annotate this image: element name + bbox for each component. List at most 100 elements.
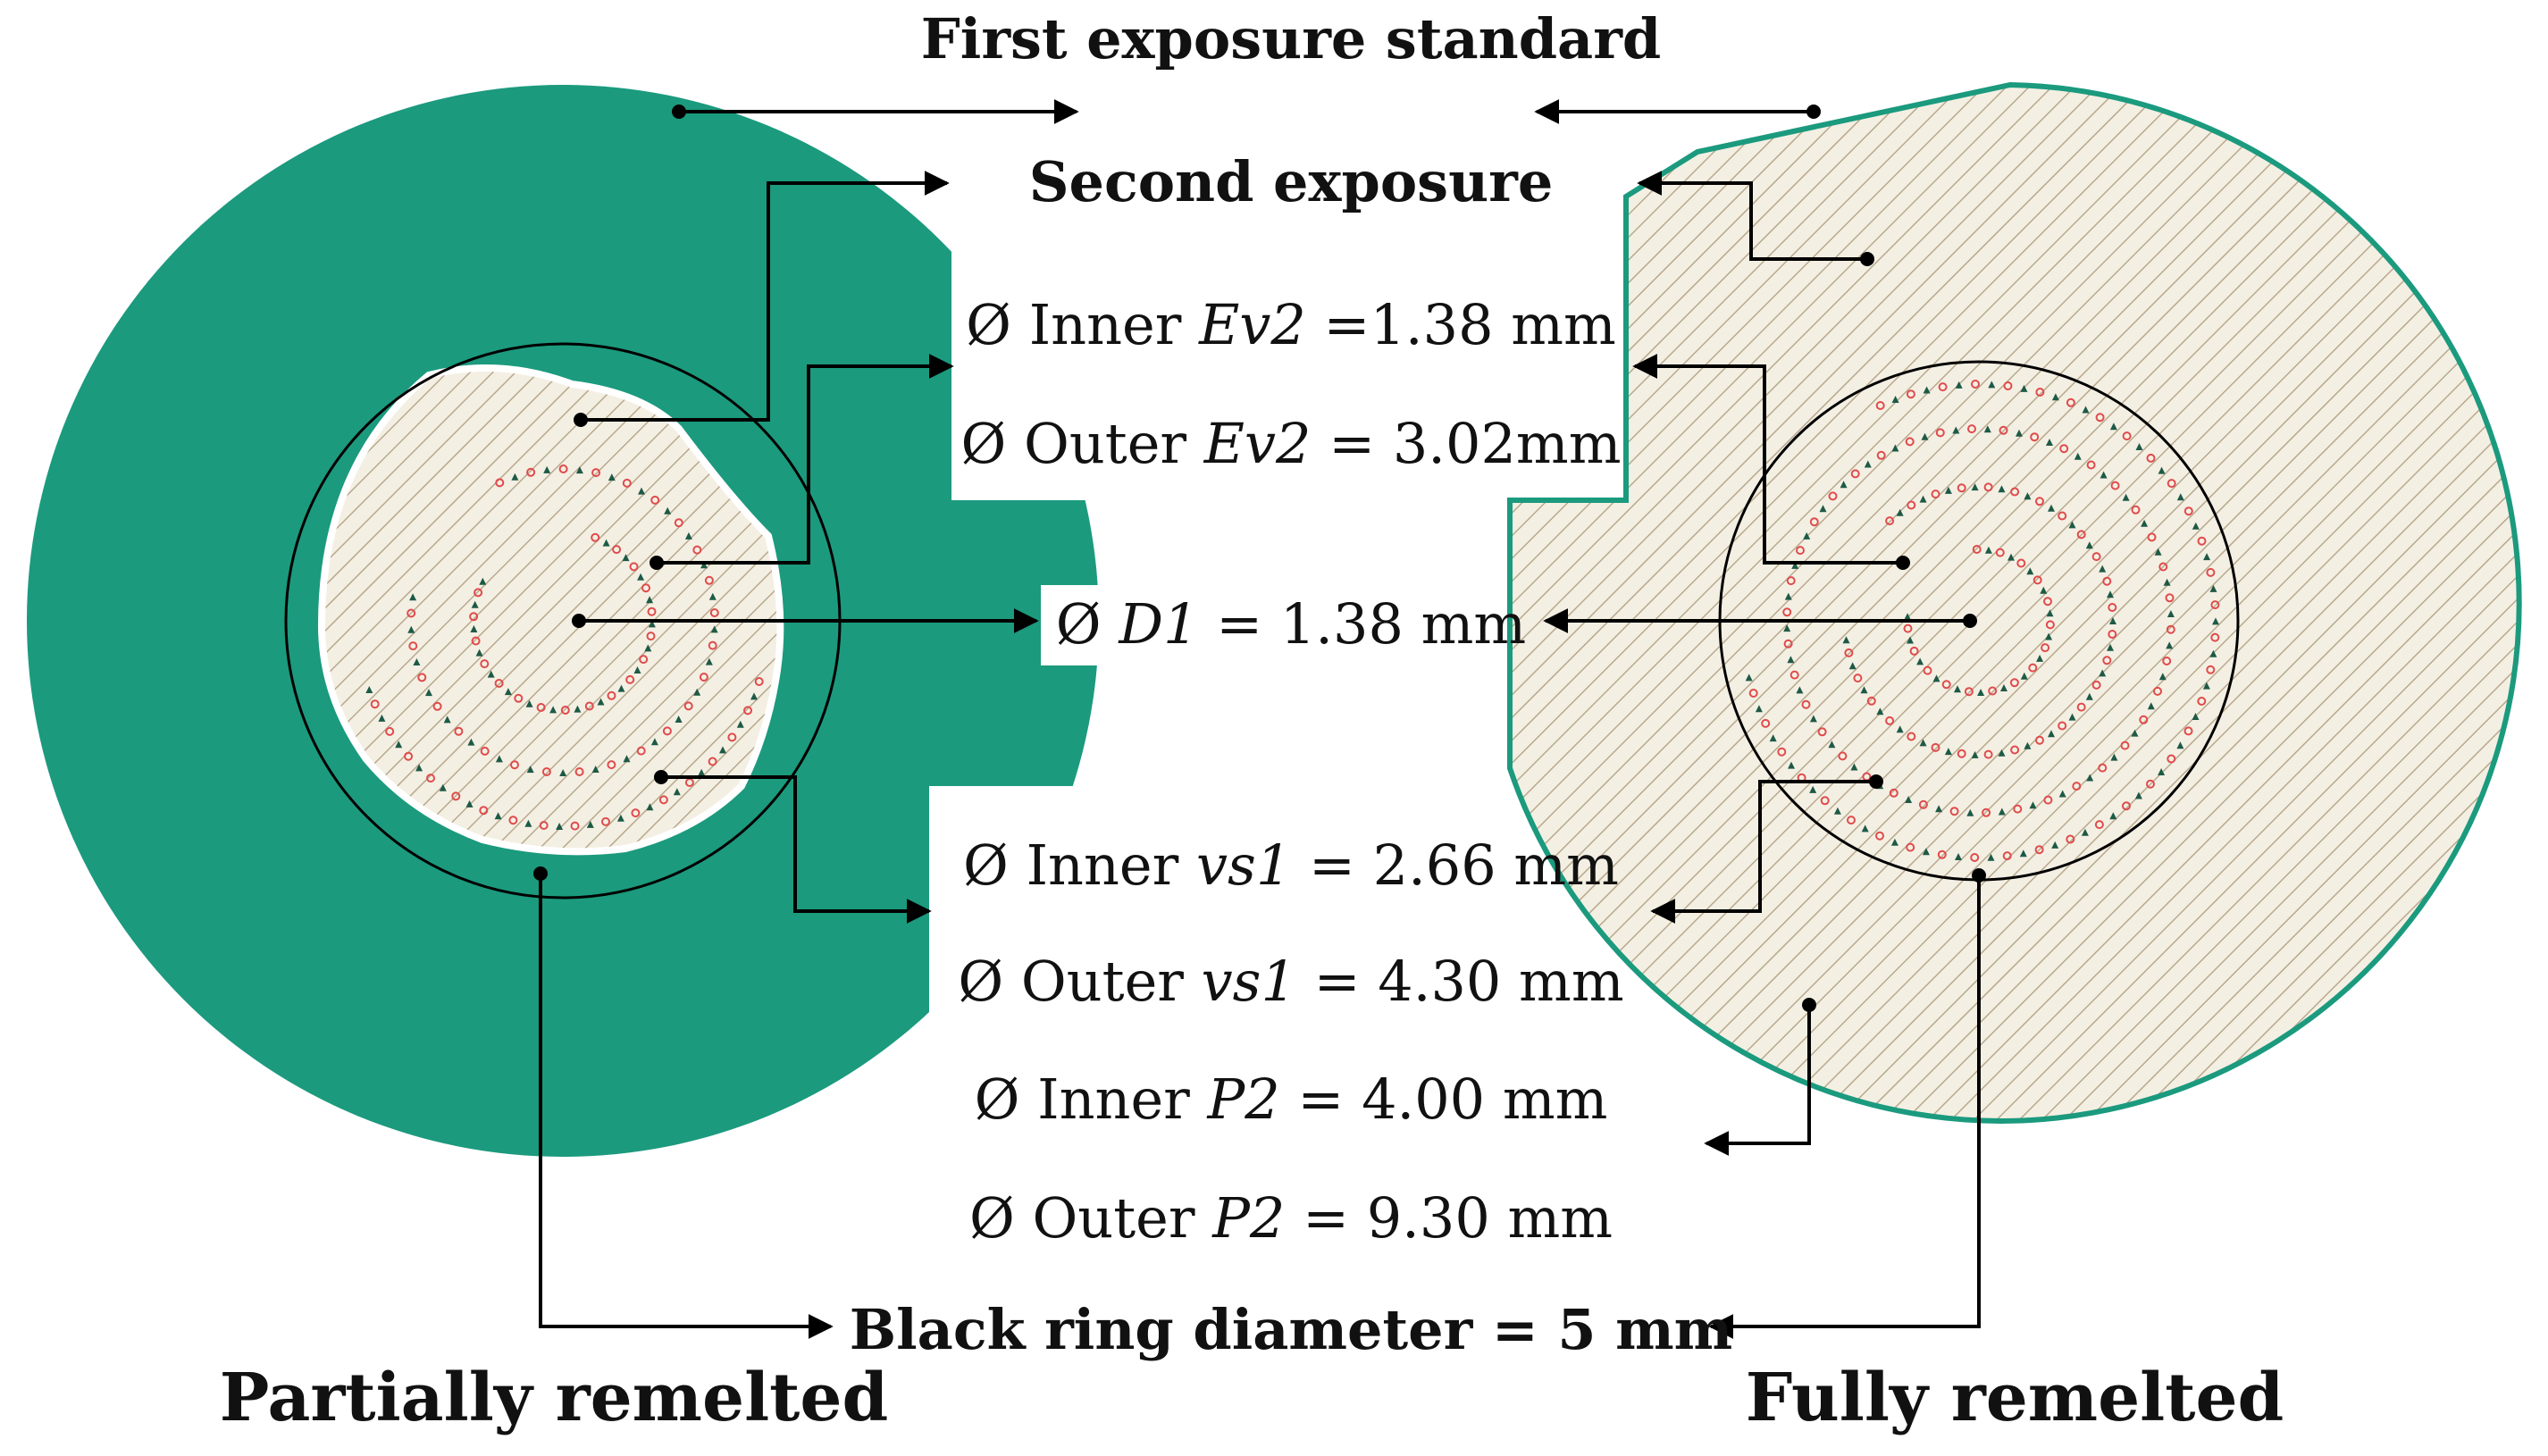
- scan-marker-circle: [1801, 699, 1811, 709]
- scan-marker-circle: [2183, 726, 2193, 736]
- scan-marker-circle: [1782, 607, 1792, 617]
- scan-marker-circle: [408, 641, 418, 651]
- scan-marker-triangle: [2074, 452, 2082, 460]
- scan-marker-circle: [708, 757, 717, 766]
- scan-marker-circle: [385, 726, 395, 736]
- scan-marker-circle: [2058, 721, 2067, 731]
- scan-marker-triangle: [495, 755, 503, 763]
- scan-marker-circle: [1964, 687, 1974, 697]
- scan-marker-circle: [469, 612, 479, 622]
- remelted-core-left: [317, 364, 784, 856]
- inner-vs1-label: Ø Inner vs1 = 2.66 mm: [963, 833, 1619, 898]
- scan-marker-triangle: [1952, 426, 1960, 434]
- scan-marker-triangle: [1988, 381, 1996, 389]
- scan-marker-circle: [539, 821, 549, 830]
- scan-marker-triangle: [395, 741, 403, 749]
- scan-marker-triangle: [2000, 684, 2007, 691]
- label-area-top: [951, 143, 1613, 500]
- scan-marker-circle: [2153, 686, 2162, 696]
- scan-marker-triangle: [1860, 686, 1868, 694]
- scan-marker-circle: [1906, 842, 1915, 852]
- scan-marker-triangle: [1935, 805, 1943, 813]
- label-area-lower: [938, 1018, 1706, 1376]
- scan-marker-circle: [584, 701, 594, 711]
- scan-track-markers-right: [1745, 380, 2220, 862]
- scan-marker-triangle: [2051, 841, 2059, 849]
- scan-marker-circle: [2030, 432, 2040, 442]
- scan-marker-triangle: [2020, 672, 2028, 680]
- scan-marker-triangle: [1998, 749, 2006, 757]
- scan-marker-triangle: [622, 554, 630, 562]
- scan-marker-triangle: [1905, 796, 1913, 803]
- scan-marker-triangle: [2019, 849, 2027, 858]
- scan-marker-circle: [480, 746, 490, 756]
- scan-marker-triangle: [2147, 702, 2155, 710]
- scan-marker-triangle: [1796, 686, 1804, 694]
- d1-label: Ø D1 = 1.38 mm: [1056, 591, 1526, 657]
- scan-marker-circle: [1907, 500, 1916, 510]
- scan-marker-triangle: [602, 539, 610, 547]
- scan-marker-circle: [1937, 849, 1947, 859]
- scan-marker-circle: [2013, 804, 2023, 814]
- scan-marker-circle: [570, 821, 580, 831]
- scan-marker-triangle: [693, 688, 701, 696]
- scan-marker-triangle: [1809, 715, 1817, 723]
- scan-marker-triangle: [556, 823, 564, 830]
- scan-marker-circle: [2102, 576, 2112, 586]
- scan-marker-circle: [1844, 648, 1854, 657]
- leader-inner-ev2-right: [1632, 354, 1903, 565]
- scan-marker-triangle: [467, 738, 475, 746]
- scan-marker-circle: [601, 816, 610, 826]
- scan-marker-triangle: [2082, 406, 2090, 414]
- scan-marker-circle: [708, 640, 717, 650]
- outer-p2-label: Ø Outer P2 = 9.30 mm: [969, 1185, 1613, 1251]
- scan-marker-triangle: [2158, 673, 2167, 681]
- scan-marker-triangle: [2045, 632, 2053, 640]
- scan-marker-triangle: [698, 768, 706, 776]
- scan-marker-circle: [1903, 623, 1913, 633]
- scan-marker-circle: [1838, 751, 1848, 761]
- scan-marker-circle: [1957, 749, 1966, 758]
- scan-marker-circle: [1982, 807, 1991, 817]
- scan-marker-triangle: [1983, 425, 1991, 433]
- scan-marker-triangle: [2167, 610, 2175, 617]
- scan-marker-triangle: [1919, 495, 1927, 503]
- scan-marker-circle: [629, 562, 639, 572]
- scan-marker-triangle: [471, 600, 479, 608]
- scan-marker-triangle: [638, 487, 645, 495]
- scan-marker-triangle: [586, 820, 594, 828]
- scan-marker-circle: [2197, 697, 2207, 706]
- scan-marker-circle: [1983, 749, 1993, 759]
- scan-marker-circle: [536, 703, 546, 712]
- scan-marker-circle: [2086, 460, 2096, 470]
- scan-marker-circle: [1957, 483, 1966, 493]
- scan-marker-triangle: [1896, 508, 1904, 516]
- scan-marker-triangle: [1819, 505, 1827, 513]
- scan-marker-triangle: [1769, 734, 1777, 742]
- scan-marker-triangle: [559, 769, 567, 776]
- scan-track-markers-left: [365, 464, 764, 831]
- scan-marker-circle: [2167, 479, 2176, 489]
- partially-remelted-label: Partially remelted: [220, 1360, 888, 1436]
- scan-marker-circle: [2091, 680, 2101, 690]
- scan-marker-circle: [743, 706, 752, 715]
- scan-marker-triangle: [719, 746, 726, 754]
- scan-marker-triangle: [2046, 439, 2053, 446]
- scan-marker-circle: [650, 495, 660, 505]
- scan-marker-triangle: [549, 706, 557, 714]
- scan-marker-triangle: [1944, 748, 1952, 756]
- scan-marker-triangle: [673, 788, 681, 796]
- scan-marker-circle: [1923, 665, 1932, 675]
- scan-marker-triangle: [591, 766, 599, 773]
- scan-marker-triangle: [750, 692, 758, 700]
- scan-marker-triangle: [526, 766, 534, 774]
- scan-marker-triangle: [1922, 848, 1930, 856]
- scan-marker-triangle: [2007, 553, 2015, 561]
- scan-marker-circle: [2167, 754, 2176, 764]
- scan-marker-circle: [2162, 657, 2172, 665]
- scan-marker-triangle: [2131, 729, 2139, 737]
- scan-marker-triangle: [2158, 768, 2166, 775]
- scan-marker-triangle: [684, 531, 692, 540]
- scan-marker-triangle: [608, 473, 616, 481]
- scan-marker-triangle: [2176, 493, 2184, 501]
